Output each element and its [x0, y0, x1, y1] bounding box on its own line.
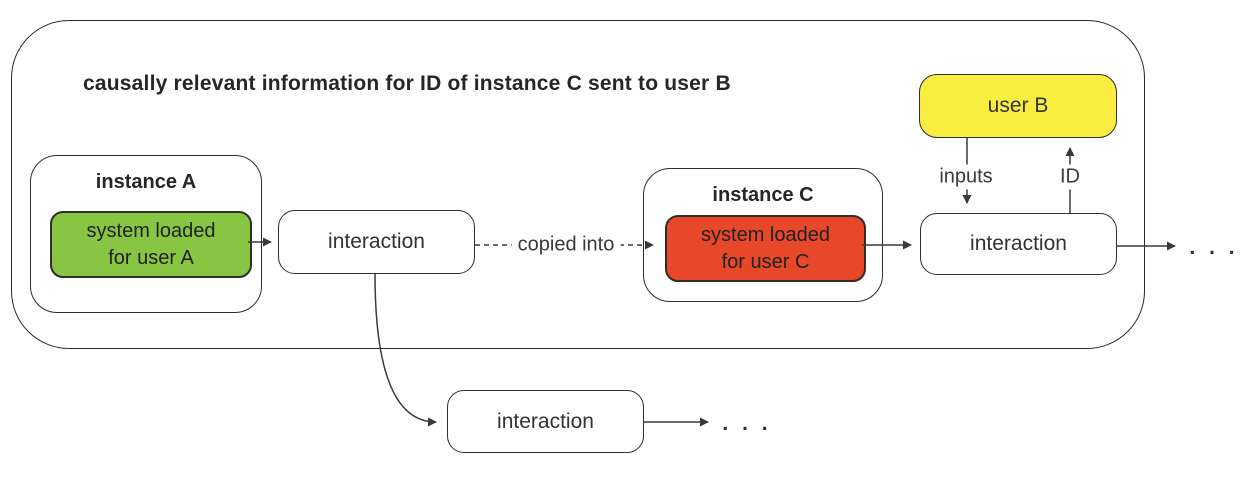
interaction-1-box: interaction	[278, 210, 475, 274]
id-label: ID	[1054, 164, 1086, 190]
system-loaded-user-c-label: system loaded for user C	[701, 224, 830, 273]
ellipsis-right: . . .	[1189, 236, 1239, 259]
user-b-box: user B	[919, 74, 1117, 138]
instance-c-title: instance C	[712, 184, 814, 206]
interaction-3-label: interaction	[497, 409, 594, 433]
instance-a-box: instance A system loaded for user A	[30, 155, 262, 313]
inputs-label: inputs	[933, 164, 999, 190]
system-loaded-user-c-box: system loaded for user C	[665, 215, 866, 282]
interaction-3-box: interaction	[447, 390, 644, 453]
interaction-1-label: interaction	[328, 230, 425, 253]
user-b-label: user B	[987, 94, 1049, 117]
causal-scope-frame	[11, 20, 1145, 349]
system-loaded-user-a-box: system loaded for user A	[50, 211, 252, 278]
instance-c-box: instance C system loaded for user C	[643, 168, 883, 302]
interaction-2-label: interaction	[970, 232, 1067, 255]
instance-a-title: instance A	[95, 171, 197, 193]
copied-into-label: copied into	[511, 232, 621, 258]
system-loaded-user-a-label: system loaded for user A	[86, 220, 216, 269]
ellipsis-bottom: . . .	[722, 412, 772, 435]
interaction-2-box: interaction	[920, 213, 1117, 275]
diagram-title: causally relevant information for ID of …	[83, 72, 731, 95]
